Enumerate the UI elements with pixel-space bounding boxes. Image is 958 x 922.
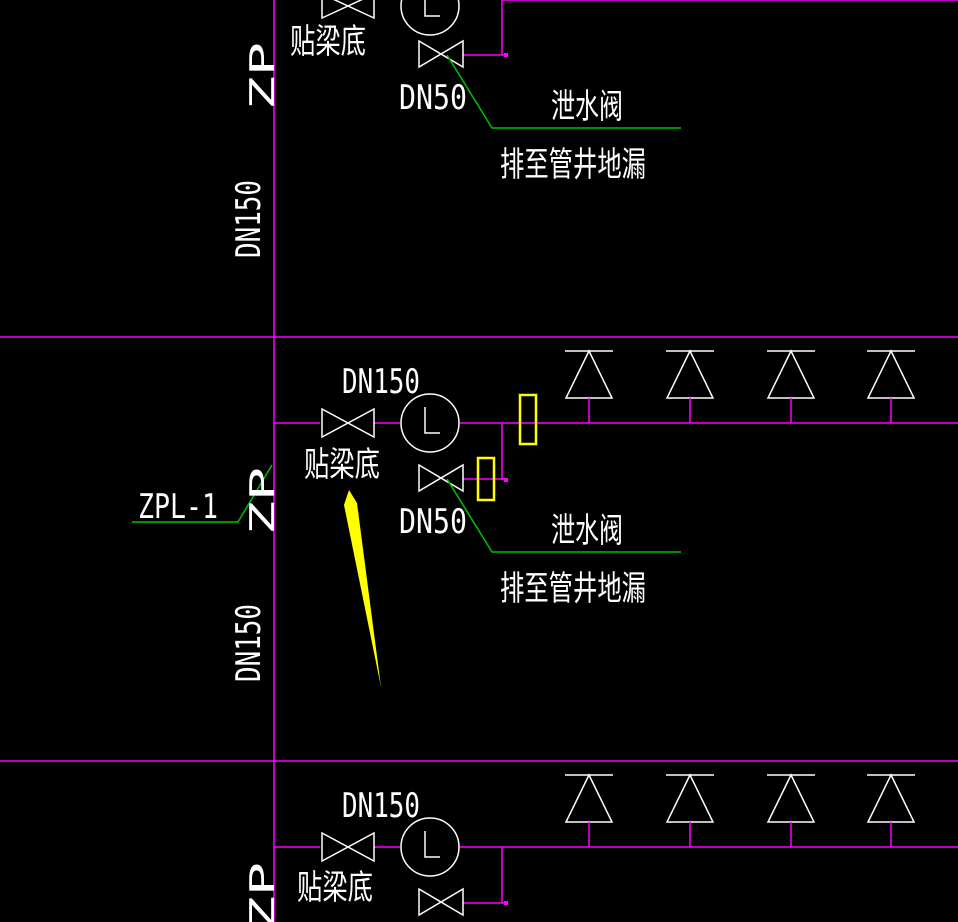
branch-size-mid: DN150 bbox=[342, 362, 420, 402]
leader-drain-top bbox=[446, 54, 681, 129]
gate-valve-icon bbox=[321, 407, 375, 439]
highlight-box-2 bbox=[476, 456, 496, 502]
flow-indicator-icon bbox=[400, 0, 460, 36]
leader-lines bbox=[132, 54, 681, 553]
leader-riser-id bbox=[132, 464, 273, 523]
gate-valve-icon bbox=[418, 887, 464, 917]
riser-size-upper: DN150 bbox=[229, 180, 269, 258]
flow-indicator-letters bbox=[424, 0, 440, 858]
flow-indicator-letter bbox=[424, 0, 440, 17]
flow-indicator-letter bbox=[424, 407, 440, 434]
drain-valve-top: 泄水阀 bbox=[551, 87, 623, 127]
riser-code-mid: ZP bbox=[243, 467, 283, 535]
beam-note-top: 贴梁底 bbox=[290, 22, 366, 62]
highlight-box-1 bbox=[518, 393, 538, 446]
sprinkler-group bbox=[564, 349, 916, 847]
pointer-arrow-icon bbox=[344, 490, 381, 687]
flow-indicator-letter bbox=[424, 831, 440, 858]
drain-valve-mid: 泄水阀 bbox=[551, 511, 623, 551]
gate-valve-icon bbox=[321, 831, 375, 863]
riser-size-lower: DN150 bbox=[229, 604, 269, 682]
drain-end-mid bbox=[504, 478, 508, 482]
beam-note-mid: 贴梁底 bbox=[304, 445, 380, 485]
drain-end-bot bbox=[504, 901, 508, 905]
riser-id-label: ZPL-1 bbox=[138, 487, 218, 527]
riser-code-top: ZP bbox=[243, 42, 283, 110]
fittings bbox=[321, 0, 464, 917]
drain-note-top: 排至管井地漏 bbox=[500, 145, 646, 185]
text-labels: 贴梁底 DN50 泄水阀 排至管井地漏 ZP DN150 DN150 贴梁底 D… bbox=[138, 22, 646, 922]
flow-indicator-icon bbox=[400, 817, 460, 877]
drain-note-mid: 排至管井地漏 bbox=[500, 569, 646, 609]
drain-size-top: DN50 bbox=[399, 78, 467, 118]
gate-valve-icon bbox=[321, 0, 375, 20]
highlights bbox=[344, 393, 538, 687]
riser-code-bot: ZP bbox=[243, 862, 283, 922]
branch-size-bot: DN150 bbox=[342, 786, 420, 826]
drain-end-top bbox=[504, 53, 508, 57]
drain-end-markers bbox=[504, 53, 508, 905]
flow-indicator-icon bbox=[400, 393, 460, 453]
drain-size-mid: DN50 bbox=[399, 502, 467, 542]
beam-note-bot: 贴梁底 bbox=[297, 868, 373, 908]
leader-drain-mid bbox=[446, 478, 681, 553]
